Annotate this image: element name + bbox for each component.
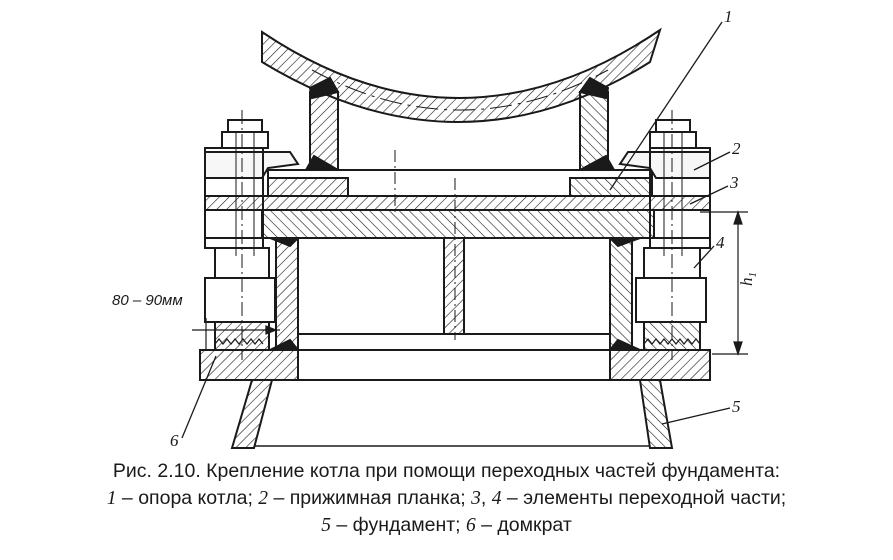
- dimension-h1: [700, 210, 748, 356]
- boiler-shell: [261, 27, 662, 123]
- dimension-gap: [192, 318, 280, 350]
- foundation: [230, 379, 674, 449]
- boiler-mounting-drawing: 1 2 3 4 5 6 80 – 90мм h1: [112, 7, 759, 450]
- callout-1: 1: [724, 7, 733, 26]
- caption-line-1: Рис. 2.10. Крепление котла при помощи пе…: [112, 460, 781, 482]
- left-bolt-assembly: [204, 110, 276, 360]
- callout-2: 2: [732, 139, 741, 158]
- leader-lines: [181, 21, 731, 439]
- height-dimension-label: h1: [737, 272, 759, 286]
- callout-6: 6: [170, 431, 179, 450]
- callout-3: 3: [729, 173, 739, 192]
- gap-dimension-label: 80 – 90мм: [112, 292, 183, 309]
- figure-caption: Рис. 2.10. Крепление котла при помощи пе…: [0, 458, 893, 539]
- boiler-support: [267, 76, 653, 340]
- clamp-plate: [204, 151, 711, 179]
- caption-line-2: 1 – опора котла; 2 – прижимная планка; 3…: [106, 487, 787, 509]
- caption-line-3: 5 – фундамент; 6 – домкрат: [321, 514, 572, 536]
- right-bolt-assembly: [635, 110, 711, 360]
- callout-4: 4: [716, 233, 725, 252]
- transition-plate: [204, 195, 711, 239]
- callout-5: 5: [732, 397, 741, 416]
- transition-frame: [269, 237, 641, 351]
- foundation-plate: [199, 349, 711, 381]
